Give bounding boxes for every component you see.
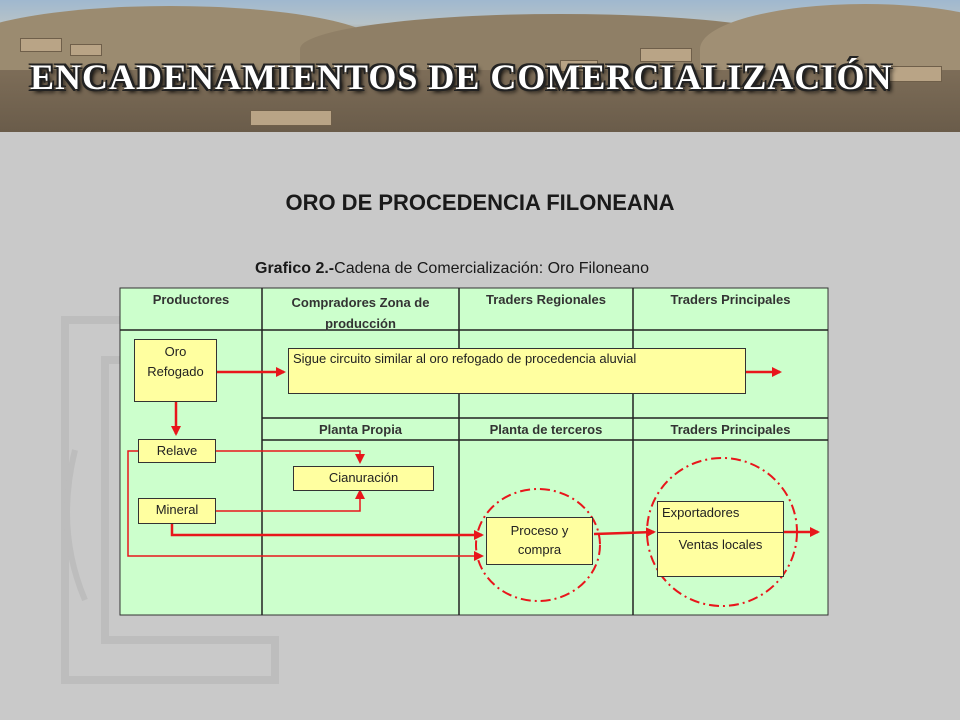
- house-shape: [880, 66, 942, 82]
- house-shape: [70, 44, 102, 56]
- column-header-traders-regionales: Traders Regionales: [486, 292, 606, 307]
- node-ventas-locales: Ventas locales: [678, 537, 763, 552]
- subheader-traders-principales: Traders Principales: [670, 422, 791, 437]
- arrow-relave-to-cianuracion: [216, 450, 365, 464]
- node-exportadores: Exportadores: [658, 502, 783, 533]
- caption-text: Cadena de Comercialización: Oro Filonean…: [334, 260, 649, 277]
- arrow-mineral-to-proceso: [170, 524, 484, 540]
- diagram-caption: Grafico 2.-Cadena de Comercialización: O…: [255, 260, 649, 278]
- subheader-planta-propia: Planta Propia: [318, 422, 403, 437]
- arrow-mineral-to-cianuracion: [216, 489, 365, 512]
- arrow-proceso-to-exportadores: [593, 527, 656, 538]
- house-shape: [250, 110, 332, 126]
- house-shape: [560, 60, 598, 72]
- node-mineral: Mineral: [138, 498, 216, 524]
- column-header-compradores: Compradores Zona de producción: [291, 295, 430, 331]
- caption-label: Grafico 2.-: [255, 260, 335, 277]
- arrow-relave-to-proceso: [127, 450, 484, 561]
- subheader-planta-terceros: Planta de terceros: [489, 422, 603, 437]
- header-banner: ENCADENAMIENTOS DE COMERCIALIZACIÓN: [0, 0, 960, 132]
- node-relave: Relave: [138, 439, 216, 463]
- main-title: ORO DE PROCEDENCIA FILONEANA: [285, 190, 675, 215]
- header-title: ENCADENAMIENTOS DE COMERCIALIZACIÓN: [30, 57, 893, 97]
- highlight-circle-proceso: [475, 488, 601, 602]
- house-shape: [640, 48, 692, 62]
- ground-shape: [0, 70, 960, 132]
- node-cianuracion: Cianuración: [293, 466, 434, 491]
- node-oro-refogado: Oro Refogado: [134, 339, 217, 402]
- node-exportadores-ventas: Exportadores Ventas locales: [657, 501, 784, 577]
- house-shape: [20, 38, 62, 52]
- column-header-productores: Productores: [152, 292, 230, 307]
- node-proceso-compra: Proceso y compra: [486, 517, 593, 565]
- node-circuit-note: Sigue circuito similar al oro refogado d…: [288, 348, 746, 394]
- column-header-traders-principales: Traders Principales: [670, 292, 791, 307]
